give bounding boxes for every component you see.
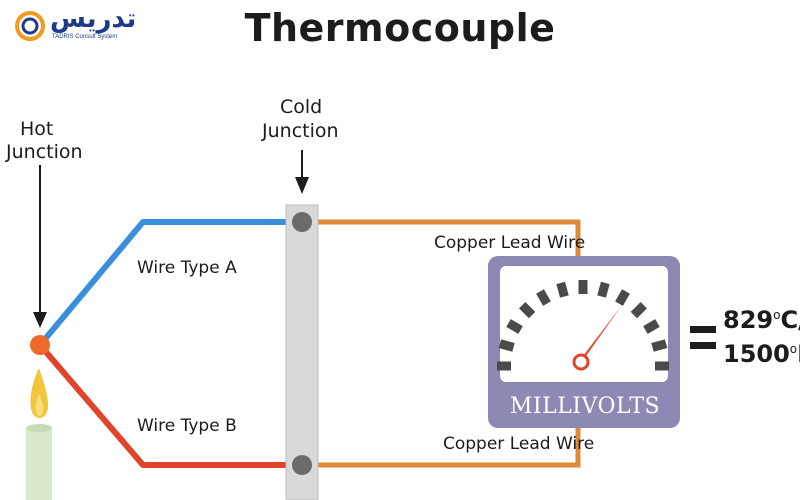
- meter-tick: [615, 289, 630, 306]
- copper-lead-wire-top: [305, 219, 581, 258]
- hot-junction-point: [30, 335, 50, 355]
- meter-tick: [506, 319, 523, 334]
- meter-tick: [651, 339, 668, 352]
- logo-tagline: TADRIS Consult System: [52, 34, 118, 40]
- meter-tick: [597, 281, 610, 298]
- meter-needle: [577, 305, 622, 364]
- wire-type-a-label: Wire Type A: [137, 258, 237, 278]
- fahrenheit-unit: F: [797, 340, 800, 368]
- copper-lead-wire-bottom: [305, 428, 581, 468]
- cold-junction-label-line2: Junction: [262, 120, 339, 142]
- fahrenheit-value: 1500: [723, 340, 790, 368]
- candle-top: [26, 424, 52, 432]
- meter-needle-hub: [572, 353, 590, 371]
- cold-junction-terminal-bottom: [292, 455, 312, 475]
- result-fahrenheit: 1500oF: [723, 340, 800, 368]
- page-title: Thermocouple: [244, 6, 556, 50]
- equals-sign-bottom: [690, 342, 716, 349]
- equals-sign-top: [690, 326, 716, 333]
- logo-mark-icon: [15, 11, 45, 41]
- celsius-value: 829: [723, 306, 774, 334]
- meter-tick: [556, 281, 569, 298]
- hot-junction-label-line2: Junction: [6, 141, 83, 163]
- cold-junction-block: [285, 204, 319, 500]
- wire-type-a: [37, 219, 300, 347]
- candle-flame-inner: [35, 394, 44, 416]
- wire-type-b-label: Wire Type B: [137, 416, 237, 436]
- candle: [26, 428, 52, 500]
- brand-logo: تدریس TADRIS Consult System: [14, 4, 154, 46]
- logo-text: تدریس: [50, 4, 137, 34]
- candle-flame: [30, 368, 49, 418]
- meter-tick: [498, 339, 515, 352]
- meter-tick: [519, 302, 536, 319]
- meter-scale-ticks: [497, 280, 669, 371]
- fahrenheit-degree: o: [789, 342, 798, 356]
- copper-lead-wire-bottom-label: Copper Lead Wire: [443, 434, 595, 454]
- result-celsius: 829oC/: [723, 306, 800, 334]
- wire-type-b: [37, 343, 300, 468]
- cold-junction-terminal-top: [292, 212, 312, 232]
- celsius-unit: C/: [780, 306, 800, 334]
- hot-junction-label-line1: Hot: [20, 118, 54, 140]
- cold-junction-arrow-head: [295, 177, 309, 194]
- copper-lead-wire-top-label: Copper Lead Wire: [434, 233, 586, 253]
- meter-label: MILLIVOLTS: [509, 394, 661, 419]
- celsius-degree: o: [773, 308, 781, 322]
- hot-junction-arrow-head: [33, 312, 47, 328]
- meter-tick: [536, 289, 551, 306]
- meter-tick: [643, 319, 660, 334]
- meter-tick: [630, 302, 647, 319]
- cold-junction-label-line1: Cold: [280, 96, 323, 118]
